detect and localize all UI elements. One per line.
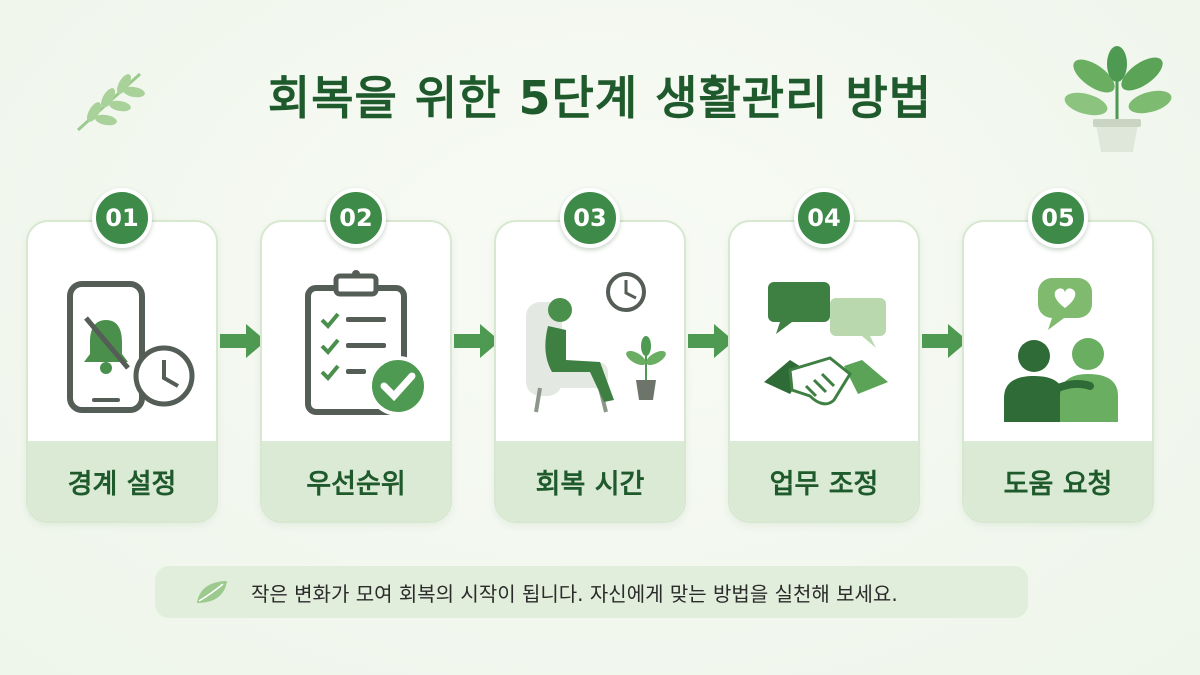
step-number-badge: 05 (1028, 188, 1088, 248)
checklist-clipboard-icon (305, 270, 428, 416)
leaf-sprig-icon (76, 72, 145, 132)
footer-text: 작은 변화가 모여 회복의 시작이 됩니다. 자신에게 맞는 방법을 실천해 보… (251, 581, 898, 606)
page-title: 회복을 위한 5단계 생활관리 방법 (267, 71, 933, 125)
footer-banner: 작은 변화가 모여 회복의 시작이 됩니다. 자신에게 맞는 방법을 실천해 보… (155, 566, 1028, 618)
step-card-rest: 회복 시간 (494, 220, 686, 523)
step-label: 우선순위 (262, 441, 450, 521)
leaf-icon (197, 581, 227, 603)
step-number-badge: 02 (326, 188, 386, 248)
step-label: 업무 조정 (730, 441, 918, 521)
support-people-icon (1004, 278, 1118, 422)
step-card-boundary: 경계 설정 (26, 220, 218, 523)
step-card-work: 업무 조정 (728, 220, 920, 523)
silent-phone-clock-icon (67, 281, 195, 413)
arrow-right-icon (688, 324, 734, 358)
arrow-right-icon (454, 324, 500, 358)
relaxing-chair-icon (526, 272, 666, 413)
step-number-badge: 04 (794, 188, 854, 248)
step-number-badge: 01 (92, 188, 152, 248)
arrow-right-icon (922, 324, 968, 358)
step-number-badge: 03 (560, 188, 620, 248)
potted-plant-icon (1064, 46, 1172, 152)
step-label: 경계 설정 (28, 441, 216, 521)
step-label: 도움 요청 (964, 441, 1152, 521)
step-card-priority: 우선순위 (260, 220, 452, 523)
arrow-right-icon (220, 324, 266, 358)
step-label: 회복 시간 (496, 441, 684, 521)
handshake-chat-icon (764, 282, 888, 406)
step-card-help: 도움 요청 (962, 220, 1154, 523)
